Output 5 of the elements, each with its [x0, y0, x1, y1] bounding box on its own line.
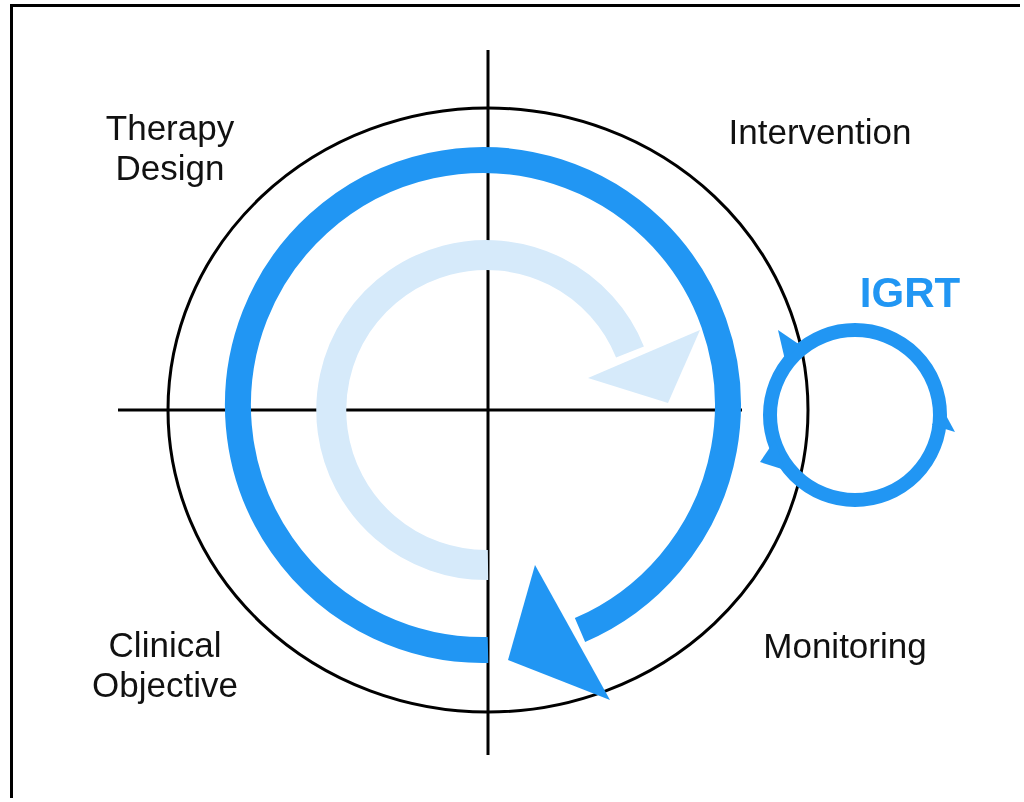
quadrant-label: Monitoring [762, 626, 928, 666]
quadrant-label: Clinical Objective [91, 625, 239, 705]
quadrant-label: Intervention [727, 112, 913, 152]
loop-label: IGRT [858, 270, 962, 316]
quadrant-label: Therapy Design [104, 108, 236, 188]
